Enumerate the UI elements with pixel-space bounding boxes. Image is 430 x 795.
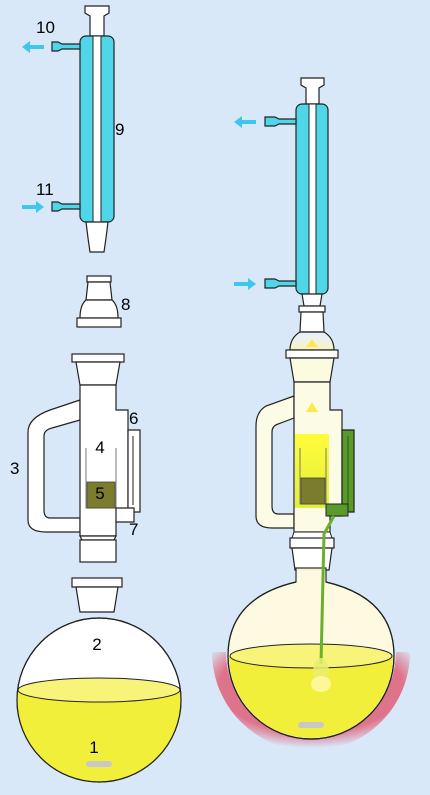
coolant-inlet-nozzle: [51, 201, 81, 212]
siphon-return: [325, 503, 349, 517]
vapor-side-arm: [255, 395, 295, 529]
condenser-top-joint: [84, 5, 110, 37]
label-2: 2: [92, 635, 101, 654]
label-6: 6: [129, 409, 138, 428]
coolant-outlet-nozzle: [51, 41, 81, 52]
heating-mantle: [212, 652, 410, 751]
extractor-right: [255, 357, 355, 571]
label-9: 9: [115, 120, 124, 139]
label-8: 8: [121, 295, 130, 314]
part-labels: 1 2 3 4 5 6 7 8 9 10 11: [10, 18, 138, 757]
solvent: [229, 656, 393, 738]
boiling-chip: [298, 722, 324, 728]
solid-sample: [300, 477, 326, 505]
arrow-right-icon: [22, 201, 44, 213]
label-1: 1: [89, 738, 98, 757]
boiling-chip: [86, 761, 112, 767]
adapter-left: [76, 275, 122, 328]
flask-left: [16, 577, 182, 783]
condenser-bottom-joint: [85, 221, 109, 253]
siphon-tube: [127, 429, 141, 513]
label-3: 3: [10, 459, 19, 478]
arrow-left-icon: [234, 116, 256, 128]
arrow-right-icon: [234, 278, 256, 290]
solvent: [17, 690, 181, 782]
label-10: 10: [36, 18, 55, 37]
siphon-return: [115, 507, 135, 523]
arrow-up-icon: [306, 402, 318, 412]
arrow-left-icon: [22, 41, 44, 53]
vapor-side-arm: [27, 399, 81, 533]
arrow-up-icon: [306, 339, 318, 347]
label-11: 11: [36, 180, 54, 199]
solid-sample: [86, 481, 116, 509]
label-7: 7: [129, 520, 138, 539]
label-4: 4: [95, 438, 104, 457]
label-5: 5: [95, 484, 104, 503]
adapter-right: [285, 305, 339, 359]
condenser-left: [22, 5, 115, 253]
condenser-right: [234, 77, 329, 307]
inner-tube: [92, 35, 102, 223]
siphon-drip: [319, 515, 336, 665]
extractor-left: [27, 353, 141, 563]
